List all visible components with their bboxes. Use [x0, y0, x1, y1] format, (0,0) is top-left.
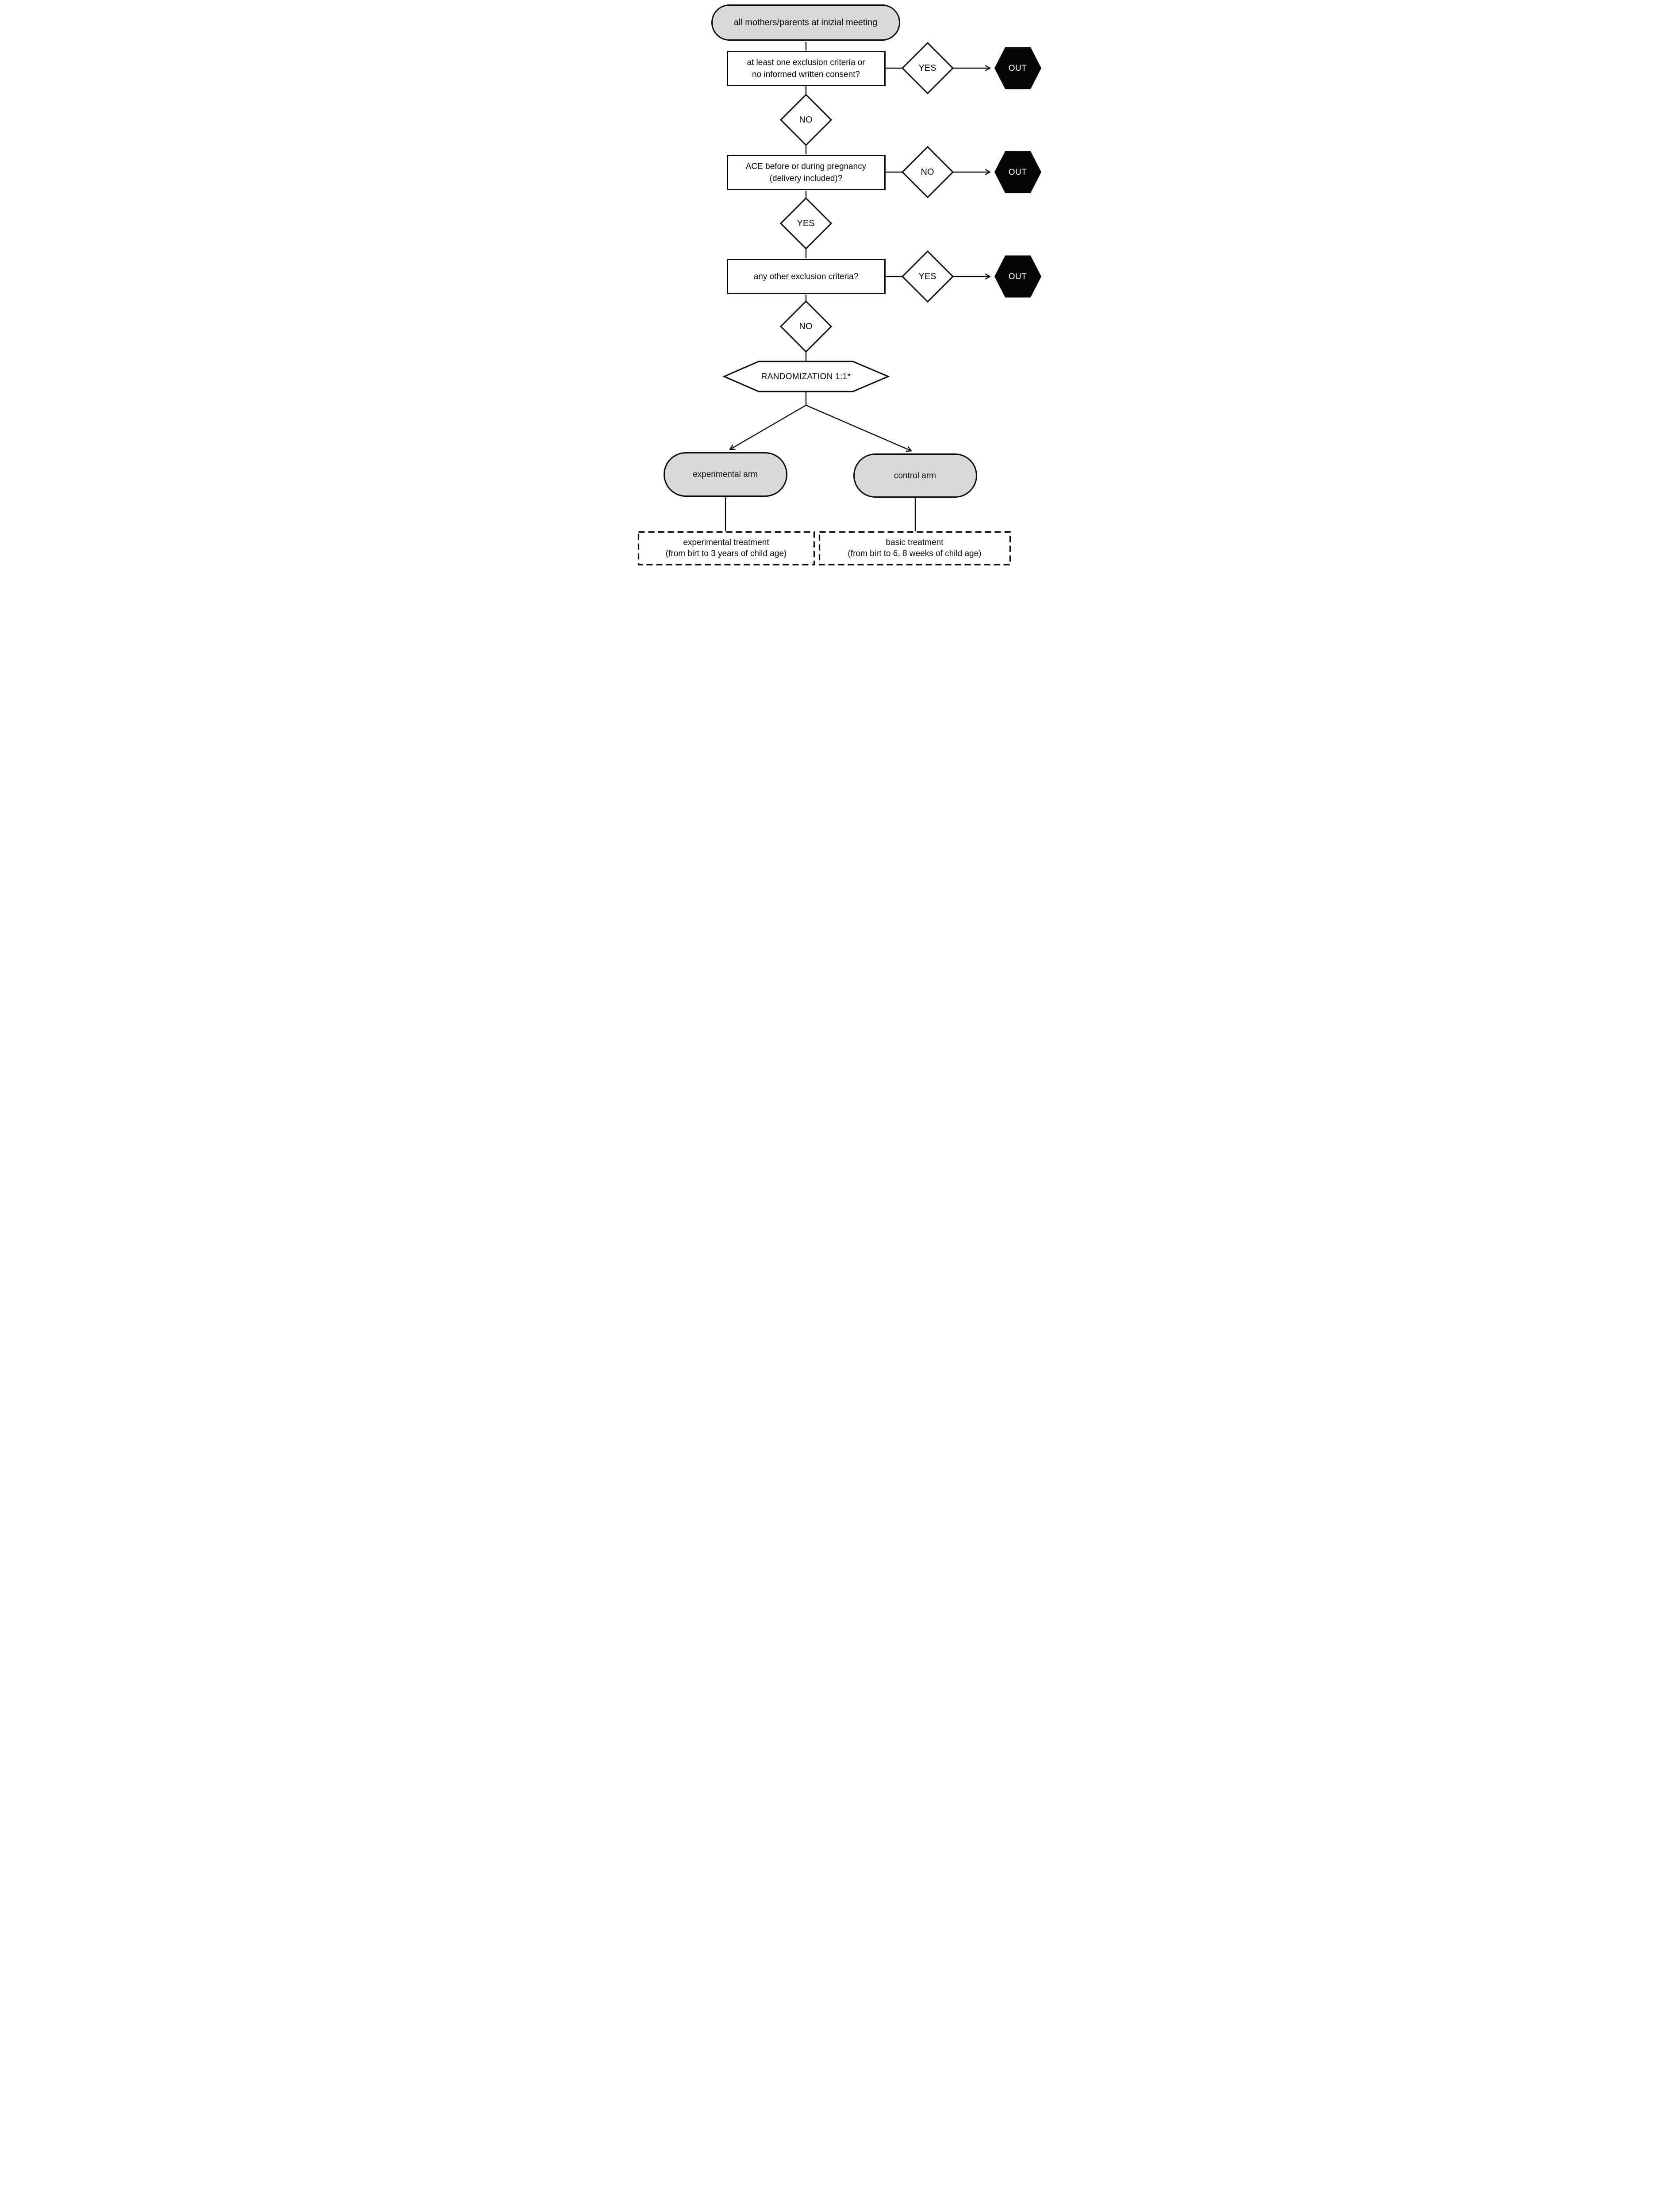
diamond-q2-yes-continue [779, 197, 832, 250]
flowchart-canvas: all mothers/parents at inizial meeting a… [629, 0, 1048, 574]
experimental-arm-node: experimental arm [663, 452, 787, 497]
diamond-q3-no-continue [779, 300, 832, 353]
hexagon-out-2 [994, 151, 1041, 193]
flowchart-shapes-and-connectors [637, 42, 1041, 566]
experimental-arm-label: experimental arm [693, 470, 758, 479]
question-other-exclusion-label: any other exclusion criteria? [753, 272, 859, 281]
hexagon-out-1 [994, 47, 1041, 89]
question-exclusion-or-consent-line2: no informed written consent? [752, 70, 860, 79]
question-other-exclusion: any other exclusion criteria? [726, 259, 886, 294]
diamond-q3-yes-branch [901, 250, 954, 303]
start-node-label: all mothers/parents at inizial meeting [733, 17, 878, 27]
hexagon-out-3 [994, 255, 1041, 298]
diamond-q2-no-branch [901, 146, 954, 199]
diamond-q1-yes-branch [901, 42, 954, 95]
dashed-box-basic-treatment [818, 531, 1011, 566]
question-exclusion-or-consent: at least one exclusion criteria or no in… [726, 51, 886, 86]
question-exclusion-or-consent-line1: at least one exclusion criteria or [747, 58, 865, 67]
dashed-box-experimental-treatment [637, 531, 815, 566]
hexagon-randomization [722, 361, 890, 392]
start-node-initial-meeting: all mothers/parents at inizial meeting [711, 4, 900, 41]
question-ace-pregnancy-line2: (delivery included)? [769, 174, 843, 183]
arrow-split-to-control-arm [806, 404, 911, 451]
question-ace-pregnancy-line1: ACE before or during pregnancy [745, 162, 867, 171]
diamond-q1-no-continue [779, 93, 832, 146]
question-ace-pregnancy: ACE before or during pregnancy (delivery… [726, 155, 886, 190]
control-arm-label: control arm [894, 471, 936, 480]
control-arm-node: control arm [853, 453, 977, 498]
arrow-split-to-experimental-arm [730, 404, 806, 449]
